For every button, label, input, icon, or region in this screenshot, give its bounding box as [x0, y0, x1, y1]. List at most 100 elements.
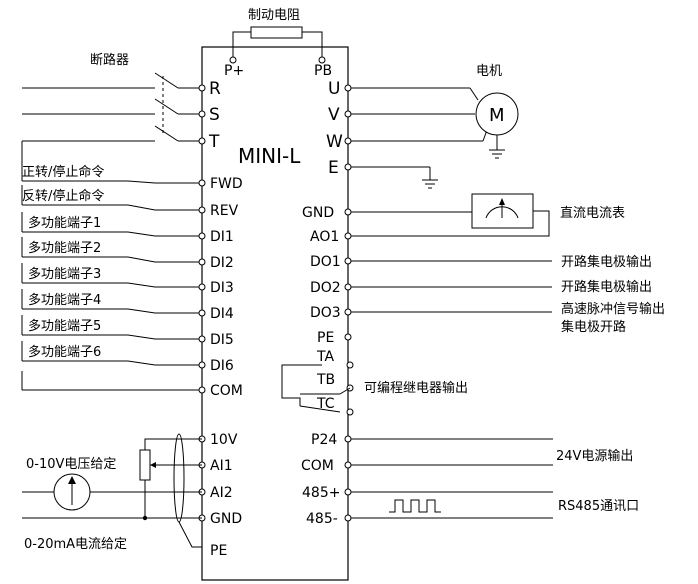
- terminal-right-do3: [344, 308, 352, 316]
- terminal-label-gnd: GND: [210, 511, 242, 527]
- brake-wire-left: [232, 31, 251, 59]
- terminal-di3: [198, 283, 206, 291]
- terminal-label-10v: 10V: [210, 432, 238, 448]
- terminal-right-ta: [346, 361, 354, 369]
- terminal-r: [198, 84, 206, 92]
- terminal-label-di4: DI4: [210, 306, 234, 322]
- input-label-7: 多功能端子5: [28, 318, 101, 334]
- terminal-di5: [198, 335, 206, 343]
- drive-title: MINI-L: [238, 144, 301, 168]
- terminal-label-p-plus: P+: [224, 63, 244, 79]
- terminal-label-right-ao1: AO1: [310, 229, 339, 245]
- terminal-w: [344, 137, 352, 145]
- terminal-rev: [198, 206, 206, 214]
- motor-label: 电机: [476, 64, 502, 79]
- motor-m-label: M: [489, 105, 505, 126]
- terminal-label-s: S: [209, 105, 220, 125]
- terminal-label-ai1: AI1: [210, 458, 233, 474]
- terminal-u: [344, 84, 352, 92]
- terminal-di6: [198, 361, 206, 369]
- terminal-label-t: T: [208, 132, 220, 152]
- do3-label-2: 集电极开路: [561, 319, 626, 335]
- terminal-label-di2: DI2: [210, 255, 234, 271]
- p24-label: 24V电源输出: [556, 448, 633, 464]
- terminal-right-p24: [344, 435, 352, 443]
- terminal-label-pb: PB: [314, 63, 332, 79]
- input-label-4: 多功能端子2: [28, 240, 101, 256]
- terminal-right-do2: [344, 283, 352, 291]
- terminal-label-e: E: [328, 158, 339, 178]
- do1-label: 开路集电极输出: [561, 254, 652, 270]
- input-label-5: 多功能端子3: [28, 266, 101, 282]
- terminal-s: [198, 110, 206, 118]
- brake-resistor: [250, 26, 303, 39]
- terminal-di4: [198, 309, 206, 317]
- terminal-com: [198, 386, 206, 394]
- rs485-label: RS485通讯口: [558, 499, 639, 514]
- drive-body: [201, 46, 349, 581]
- terminal-right-do1: [344, 257, 352, 265]
- terminal-v: [344, 110, 352, 118]
- terminal-right-485-: [344, 514, 352, 522]
- terminal-label-right-do2: DO2: [310, 280, 341, 296]
- brake-resistor-label: 制动电阻: [248, 8, 300, 23]
- do3-label-1: 高速脉冲信号输出: [561, 301, 665, 317]
- breaker-label: 断路器: [90, 52, 129, 68]
- terminal-label-right-tc: TC: [316, 396, 335, 412]
- terminal-label-right-485-: 485-: [306, 511, 338, 527]
- terminal-label-right-do1: DO1: [310, 254, 341, 270]
- terminal-fwd: [198, 179, 206, 187]
- terminal-label-right-pe: PE: [317, 330, 334, 346]
- input-label-1: 正转/停止命令: [22, 164, 104, 180]
- terminal-label-v: V: [328, 105, 340, 125]
- terminal-label-right-do3: DO3: [310, 305, 341, 321]
- terminal-right-gnd: [344, 208, 352, 216]
- do2-label: 开路集电极输出: [561, 279, 652, 295]
- voltage-input-label: 0-10V电压给定: [26, 457, 116, 472]
- terminal-e: [344, 163, 352, 171]
- input-label-6: 多功能端子4: [28, 292, 101, 308]
- terminal-label-r: R: [209, 79, 221, 99]
- terminal-right-ao1: [344, 232, 352, 240]
- terminal-label-fwd: FWD: [210, 176, 243, 192]
- terminal-label-right-ta: TA: [316, 349, 334, 365]
- terminal-p-plus: [229, 56, 237, 64]
- terminal-t: [198, 137, 206, 145]
- terminal-right-485+: [344, 488, 352, 496]
- relay-label: 可编程继电器输出: [364, 380, 468, 396]
- wire-ao1-meter: [351, 210, 550, 237]
- terminal-right-pe: [344, 333, 352, 341]
- terminal-label-right-p24: P24: [311, 432, 337, 448]
- terminal-label-w: W: [326, 132, 343, 152]
- terminal-label-pe: PE: [210, 543, 227, 559]
- terminal-right-com: [344, 461, 352, 469]
- brake-wire-right: [302, 31, 323, 59]
- terminal-di2: [198, 258, 206, 266]
- terminal-label-di1: DI1: [210, 229, 234, 245]
- terminal-label-rev: REV: [210, 203, 239, 219]
- relay-contacts: [281, 364, 351, 413]
- terminal-label-di3: DI3: [210, 280, 234, 296]
- current-source-icon: [53, 473, 91, 511]
- analog-wiring: [22, 433, 202, 548]
- terminal-label-u: U: [328, 79, 340, 99]
- terminal-label-ai2: AI2: [210, 485, 233, 501]
- terminal-label-right-com: COM: [301, 458, 334, 474]
- input-label-8: 多功能端子6: [28, 344, 101, 360]
- meter-label: 直流电流表: [560, 206, 625, 221]
- input-label-3: 多功能端子1: [28, 215, 101, 231]
- terminal-label-right-485+: 485+: [302, 485, 340, 501]
- terminal-pb: [318, 56, 326, 64]
- dc-ammeter: [471, 193, 534, 229]
- terminal-label-di5: DI5: [210, 332, 234, 348]
- input-label-2: 反转/停止命令: [22, 188, 104, 204]
- terminal-label-right-tb: TB: [316, 372, 335, 388]
- current-input-label: 0-20mA电流给定: [24, 537, 127, 552]
- terminal-label-right-gnd: GND: [302, 205, 334, 221]
- terminal-di1: [198, 232, 206, 240]
- terminal-label-di6: DI6: [210, 358, 234, 374]
- terminal-label-com: COM: [210, 383, 243, 399]
